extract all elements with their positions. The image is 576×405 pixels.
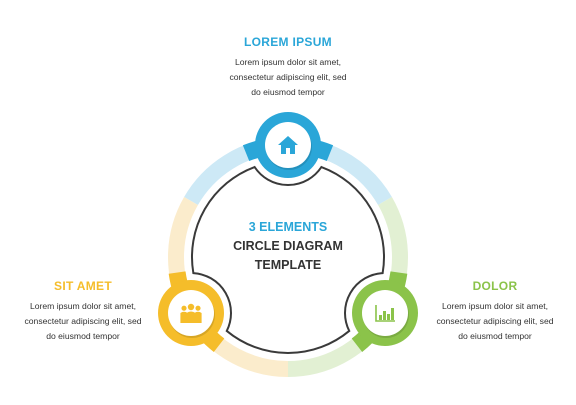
chart-bar-2 <box>386 314 390 320</box>
element-title-top: LOREM IPSUM <box>244 35 332 49</box>
person-body-2 <box>186 311 196 323</box>
bar-chart-icon <box>375 305 395 322</box>
node-left <box>158 280 225 346</box>
element-description-right: Lorem ipsum dolor sit amet, consectetur … <box>424 299 566 344</box>
center-title-line-1: 3 ELEMENTS <box>248 220 328 234</box>
chart-bar-0 <box>378 315 382 320</box>
element-description-left: Lorem ipsum dolor sit amet, consectetur … <box>12 299 154 344</box>
element-title-left: SIT AMET <box>54 279 112 293</box>
person-head-1 <box>195 305 201 311</box>
person-head-0 <box>181 305 187 311</box>
element-left: SIT AMET Lorem ipsum dolor sit amet, con… <box>12 279 154 344</box>
element-title-right: DOLOR <box>472 279 518 293</box>
description-line: Lorem ipsum dolor sit amet, <box>29 301 137 311</box>
person-body-1 <box>194 311 202 323</box>
chart-bar-3 <box>390 308 394 320</box>
element-top: LOREM IPSUM Lorem ipsum dolor sit amet, … <box>188 35 388 100</box>
home-icon <box>278 136 298 154</box>
description-line: do eiusmod tempor <box>251 87 325 97</box>
center-title-line-3: TEMPLATE <box>254 258 322 272</box>
description-line: Lorem ipsum dolor sit amet, <box>441 301 549 311</box>
chart-axis <box>375 305 395 322</box>
description-line: do eiusmod tempor <box>46 331 120 341</box>
home-shape <box>278 136 298 154</box>
element-description-top: Lorem ipsum dolor sit amet, consectetur … <box>188 55 388 100</box>
people-icon <box>180 303 202 323</box>
description-line: consectetur adipiscing elit, sed <box>436 316 554 326</box>
element-right: DOLOR Lorem ipsum dolor sit amet, consec… <box>424 279 566 344</box>
chart-bar-1 <box>382 311 386 320</box>
node-right <box>351 280 418 346</box>
center-shape <box>190 165 386 354</box>
description-line: do eiusmod tempor <box>458 331 532 341</box>
description-line: Lorem ipsum dolor sit amet, <box>234 57 342 67</box>
description-line: consectetur adipiscing elit, sed <box>229 72 347 82</box>
description-line: consectetur adipiscing elit, sed <box>24 316 142 326</box>
center-title-line-2: CIRCLE DIAGRAM <box>233 239 343 253</box>
node-top <box>255 112 321 178</box>
person-head-2 <box>187 303 195 311</box>
nodes <box>158 112 418 346</box>
person-body-0 <box>180 311 188 323</box>
center-title: 3 ELEMENTS CIRCLE DIAGRAM TEMPLATE <box>198 218 378 275</box>
